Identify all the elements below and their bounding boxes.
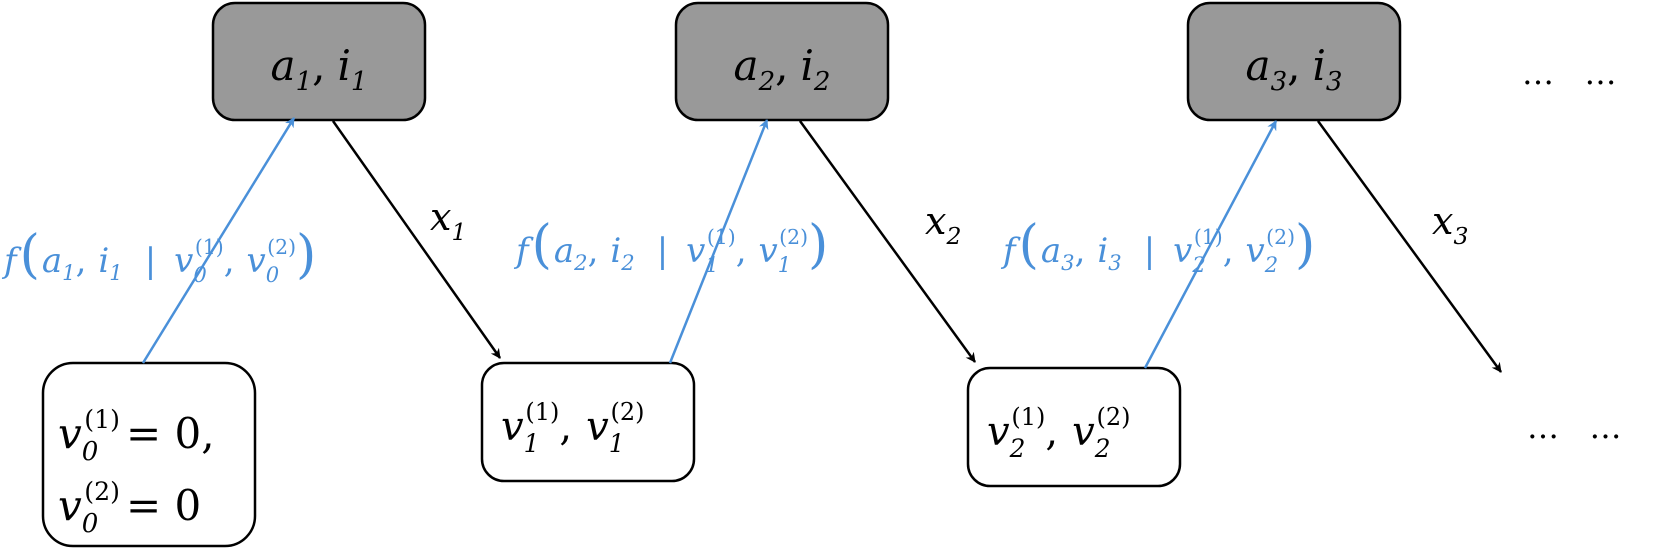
state-2-v2: v bbox=[1072, 409, 1095, 455]
state-2-sup1: (1) bbox=[1011, 403, 1045, 431]
svg-text:a2,i2: a2,i2 bbox=[734, 41, 831, 97]
action-1-i-sub: 1 bbox=[351, 67, 368, 97]
svg-text:f(a2,i2|v1(1),v1(2)): f(a2,i2|v1(1),v1(2)) bbox=[513, 215, 828, 277]
action-1-a: a bbox=[271, 41, 296, 90]
output-arrow-3 bbox=[1316, 120, 1503, 373]
output-label-3: x3 bbox=[1432, 199, 1468, 250]
state-1-sup2: (2) bbox=[611, 398, 645, 426]
action-1-i: i bbox=[337, 41, 350, 90]
state-node-0: v0(1)= 0, v0(2)= 0 bbox=[41, 361, 257, 548]
state-node-1: v1(1),v1(2) bbox=[480, 361, 696, 483]
action-node-2: a2,i2 bbox=[674, 1, 890, 122]
state-2-sub2: 2 bbox=[1094, 434, 1111, 463]
action-2-i: i bbox=[800, 41, 813, 90]
state-0-sub2: 0 bbox=[82, 509, 99, 539]
state-2-sep: , bbox=[1045, 409, 1058, 455]
action-1-a-sub: 1 bbox=[296, 67, 313, 97]
state-2-v1: v bbox=[987, 409, 1010, 455]
svg-text:f(a3,i3|v2(1),v2(2)): f(a3,i3|v2(1),v2(2)) bbox=[1000, 215, 1315, 277]
output-arrow-1 bbox=[331, 120, 502, 359]
input-arrow-3 bbox=[1143, 120, 1278, 369]
input-label-3: f(a3,i3|v2(1),v2(2)) bbox=[1000, 215, 1315, 277]
action-3-a: a bbox=[1246, 41, 1271, 90]
state-1-v1: v bbox=[501, 404, 524, 450]
state-node-2: v2(1),v2(2) bbox=[966, 366, 1182, 488]
state-0-sup1: (1) bbox=[84, 405, 120, 434]
action-3-i-sub: 3 bbox=[1326, 67, 1343, 97]
state-0-sup2: (2) bbox=[84, 477, 120, 506]
state-0-eq2: = 0 bbox=[126, 481, 201, 530]
svg-text:v0(2)= 0: v0 (2)= 0 bbox=[58, 477, 201, 539]
state-1-sub1: 1 bbox=[524, 429, 540, 458]
input-arrow-2 bbox=[668, 119, 769, 364]
svg-text:a1,i1: a1,i1 bbox=[271, 41, 368, 97]
svg-text:v0(1)= 0,: v0 (1)= 0, bbox=[58, 405, 215, 467]
action-2-i-sub: 2 bbox=[813, 67, 831, 97]
svg-text:v2(1),v2(2): v2(1),v2(2) bbox=[987, 403, 1131, 463]
output-arrow-2 bbox=[798, 120, 977, 363]
input-label-2: f(a2,i2|v1(1),v1(2)) bbox=[513, 215, 828, 277]
action-3-i: i bbox=[1312, 41, 1325, 90]
ellipsis-top: … … bbox=[1522, 54, 1617, 92]
svg-text:a3,i3: a3,i3 bbox=[1246, 41, 1343, 97]
action-2-sep: , bbox=[775, 41, 788, 90]
state-1-sup1: (1) bbox=[525, 398, 559, 426]
state-1-sep: , bbox=[559, 404, 572, 450]
action-2-a: a bbox=[734, 41, 759, 90]
ellipsis-bottom: … … bbox=[1527, 408, 1622, 446]
action-3-a-sub: 3 bbox=[1271, 67, 1288, 97]
action-node-1: a1,i1 bbox=[211, 1, 427, 122]
output-label-1: x1 bbox=[430, 195, 466, 246]
state-0-v1: v bbox=[58, 409, 82, 458]
input-arrow-1 bbox=[141, 117, 296, 364]
state-1-sub2: 1 bbox=[609, 429, 625, 458]
state-0-eq1: = 0, bbox=[126, 409, 215, 458]
svg-text:f(a1,i1|v0(1),v0(2)): f(a1,i1|v0(1),v0(2)) bbox=[1, 225, 316, 287]
action-node-3: a3,i3 bbox=[1186, 1, 1402, 122]
input-label-1: f(a1,i1|v0(1),v0(2)) bbox=[1, 225, 316, 287]
state-0-v2: v bbox=[58, 481, 82, 530]
state-2-sup2: (2) bbox=[1097, 403, 1131, 431]
state-0-sub1: 0 bbox=[82, 437, 99, 467]
state-2-sub1: 2 bbox=[1009, 434, 1026, 463]
action-2-a-sub: 2 bbox=[758, 67, 776, 97]
state-1-v2: v bbox=[586, 404, 609, 450]
action-1-sep: , bbox=[312, 41, 325, 90]
svg-text:v1(1),v1(2): v1(1),v1(2) bbox=[501, 398, 645, 458]
action-3-sep: , bbox=[1287, 41, 1300, 90]
output-label-2: x2 bbox=[925, 199, 961, 250]
